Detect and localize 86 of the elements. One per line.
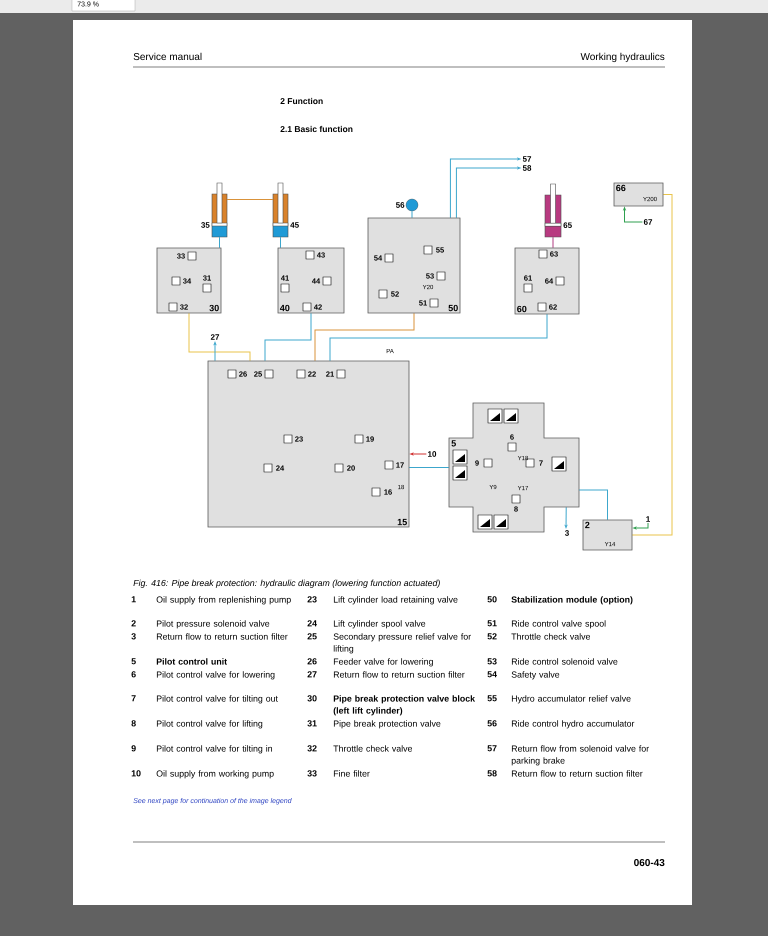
part-number: 23 xyxy=(308,596,317,602)
hydraulic-cylinder: 35 xyxy=(201,182,228,238)
part-number: 24 xyxy=(308,620,317,626)
callout-number: 10 xyxy=(428,451,436,457)
part-number: 26 xyxy=(308,658,317,664)
part-number: 7 xyxy=(132,695,136,702)
part-description: Ride control hydro accumulator xyxy=(512,720,634,728)
callout-number: 3 xyxy=(564,530,569,536)
part-number: 1 xyxy=(132,596,136,602)
part-number: 50 xyxy=(487,596,497,602)
section-heading: 2.1 Basic function xyxy=(280,126,352,132)
part-description: Oil supply from replenishing pump xyxy=(156,596,291,604)
hydro-accumulator: 56 xyxy=(396,198,418,212)
part-description: Secondary pressure relief valve for lifting xyxy=(334,633,471,654)
running-header: Working hydraulics xyxy=(580,52,664,62)
part-description: Pilot control valve for tilting out xyxy=(156,695,278,704)
part-description: Pilot control valve for lifting xyxy=(156,720,262,728)
part-number: 53 xyxy=(487,658,497,664)
part-description: Lift cylinder spool valve xyxy=(334,620,426,628)
callout-number: 27 xyxy=(210,334,220,340)
page-number: 060-43 xyxy=(634,859,664,866)
part-description: Ride control solenoid valve xyxy=(512,658,618,665)
part-description: Throttle check valve xyxy=(333,745,412,752)
hydraulic-line xyxy=(632,194,672,536)
part-number: 9 xyxy=(132,745,136,752)
part-number: 2 xyxy=(132,620,136,626)
callout-number: 58 xyxy=(522,165,532,171)
figure-caption: Fig. 416: Pipe break protection: hydraulic diagram (lowering function actuated) xyxy=(133,580,440,588)
part-number: 3 xyxy=(131,633,136,640)
section-heading: 2 Function xyxy=(280,98,323,104)
hydraulic-line xyxy=(264,312,312,362)
part-description: Throttle check valve xyxy=(511,633,590,640)
hydraulic-line xyxy=(552,236,554,248)
part-description: Hydro accumulator relief valve xyxy=(512,695,631,704)
part-number: 5 xyxy=(131,658,136,664)
part-number: 33 xyxy=(307,770,317,776)
part-description: Stabilization module (option) xyxy=(511,596,632,604)
hydraulic-line xyxy=(219,236,220,248)
part-description: Pipe break protection valve block (left lift cylinder) xyxy=(334,695,476,716)
part-number: 55 xyxy=(487,695,497,702)
part-description: Lift cylinder load retaining valve xyxy=(334,596,458,604)
part-number: 58 xyxy=(487,770,497,776)
node-label: 35 xyxy=(201,222,210,228)
node-label: 65 xyxy=(564,222,572,228)
callout-number: 1 xyxy=(646,516,650,522)
part-number: 25 xyxy=(308,633,317,640)
part-description: Pilot control unit xyxy=(156,658,227,665)
hydraulic-cylinder: 45 xyxy=(272,182,299,238)
part-description: Pipe break protection valve xyxy=(334,720,440,728)
part-description: Return flow from solenoid valve for parking brake xyxy=(512,745,649,766)
part-description: Oil supply from working pump xyxy=(156,770,274,778)
part-number: 6 xyxy=(132,671,136,678)
hydraulic-line xyxy=(578,490,608,520)
hydraulic-line xyxy=(408,467,450,468)
hydraulic-line xyxy=(226,199,274,200)
part-description: Pilot pressure solenoid valve xyxy=(156,620,270,628)
part-number: 30 xyxy=(307,695,317,702)
node-label: 56 xyxy=(396,202,404,208)
part-number: 52 xyxy=(487,633,497,640)
hydraulic-cylinder: 65 xyxy=(544,184,572,238)
hydraulic-line xyxy=(188,312,250,362)
hydraulic-line xyxy=(280,236,281,248)
part-number: 32 xyxy=(307,745,317,752)
part-description: Fine filter xyxy=(334,770,370,777)
part-description: Ride control valve spool xyxy=(512,620,606,628)
part-description: Feeder valve for lowering xyxy=(334,658,433,666)
running-header: Service manual xyxy=(134,52,202,60)
part-number: 10 xyxy=(132,770,141,776)
part-description: Return flow to return suction filter xyxy=(512,770,643,777)
part-description: Return flow to return suction filter xyxy=(156,633,288,640)
part-description: Safety valve xyxy=(512,671,560,680)
part-number: 54 xyxy=(487,671,497,678)
callout-number: 57 xyxy=(522,156,532,162)
part-number: 57 xyxy=(487,745,497,752)
hydraulic-line xyxy=(314,312,414,362)
part-number: 56 xyxy=(487,720,497,726)
part-number: 31 xyxy=(307,720,317,726)
part-description: Return flow to return suction filter xyxy=(334,671,465,678)
hydraulic-line xyxy=(330,314,548,362)
part-number: 51 xyxy=(487,620,497,626)
part-number: 8 xyxy=(131,720,136,726)
part-number: 27 xyxy=(308,671,317,678)
part-description: Pilot control valve for lowering xyxy=(156,671,274,680)
part-description: Pilot control valve for tilting in xyxy=(156,745,272,754)
node-label: 45 xyxy=(290,222,299,228)
callout-number: 67 xyxy=(644,219,652,225)
